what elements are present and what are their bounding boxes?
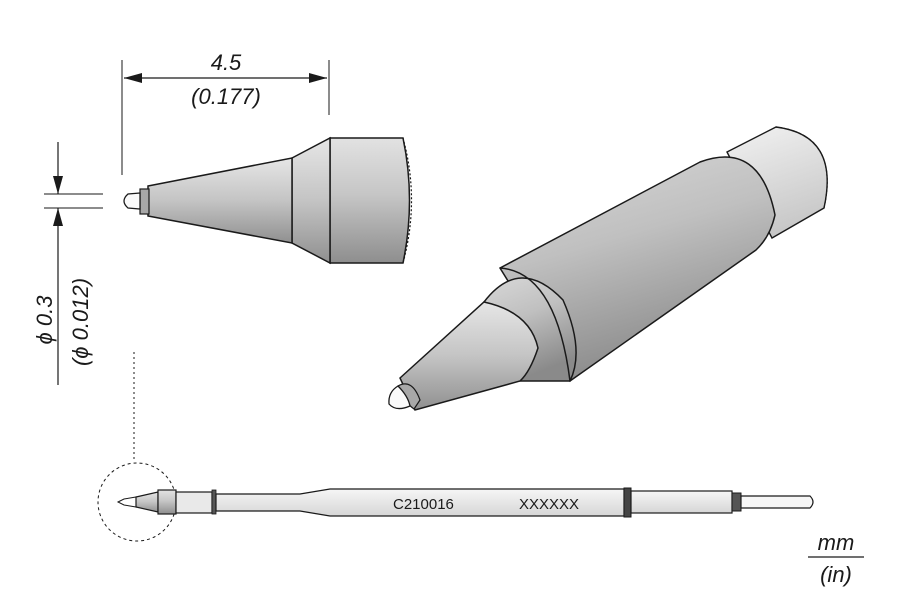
- side-view-cone: [147, 157, 293, 244]
- cartridge-ring: [623, 487, 632, 518]
- length-in-label: (0.177): [191, 84, 261, 109]
- side-view-shoulder: [291, 136, 331, 265]
- unit-primary-label: mm: [818, 530, 855, 555]
- perspective-tip-point: [388, 385, 411, 410]
- cartridge-full-view: C210016 XXXXXX: [116, 487, 814, 518]
- side-view-barrel: [329, 137, 411, 264]
- length-dimension: 4.5 (0.177): [121, 50, 330, 175]
- unit-legend: mm (in): [808, 530, 864, 587]
- side-view-tip: [123, 136, 413, 265]
- side-view-break-line: [402, 137, 413, 264]
- perspective-cone: [399, 301, 539, 411]
- side-view-tip-point: [123, 192, 141, 210]
- side-view-tip-ring: [139, 188, 150, 215]
- unit-secondary-label: (in): [820, 562, 852, 587]
- length-mm-label: 4.5: [211, 50, 242, 75]
- diameter-dimension: ϕ 0.3 (ϕ 0.012): [32, 142, 103, 385]
- perspective-view-tip: [388, 126, 828, 411]
- diameter-in-label: (ϕ 0.012): [68, 278, 93, 366]
- part-number-label: C210016: [393, 496, 454, 513]
- part-code-label: XXXXXX: [519, 496, 579, 513]
- diameter-mm-label: ϕ 0.3: [32, 295, 57, 345]
